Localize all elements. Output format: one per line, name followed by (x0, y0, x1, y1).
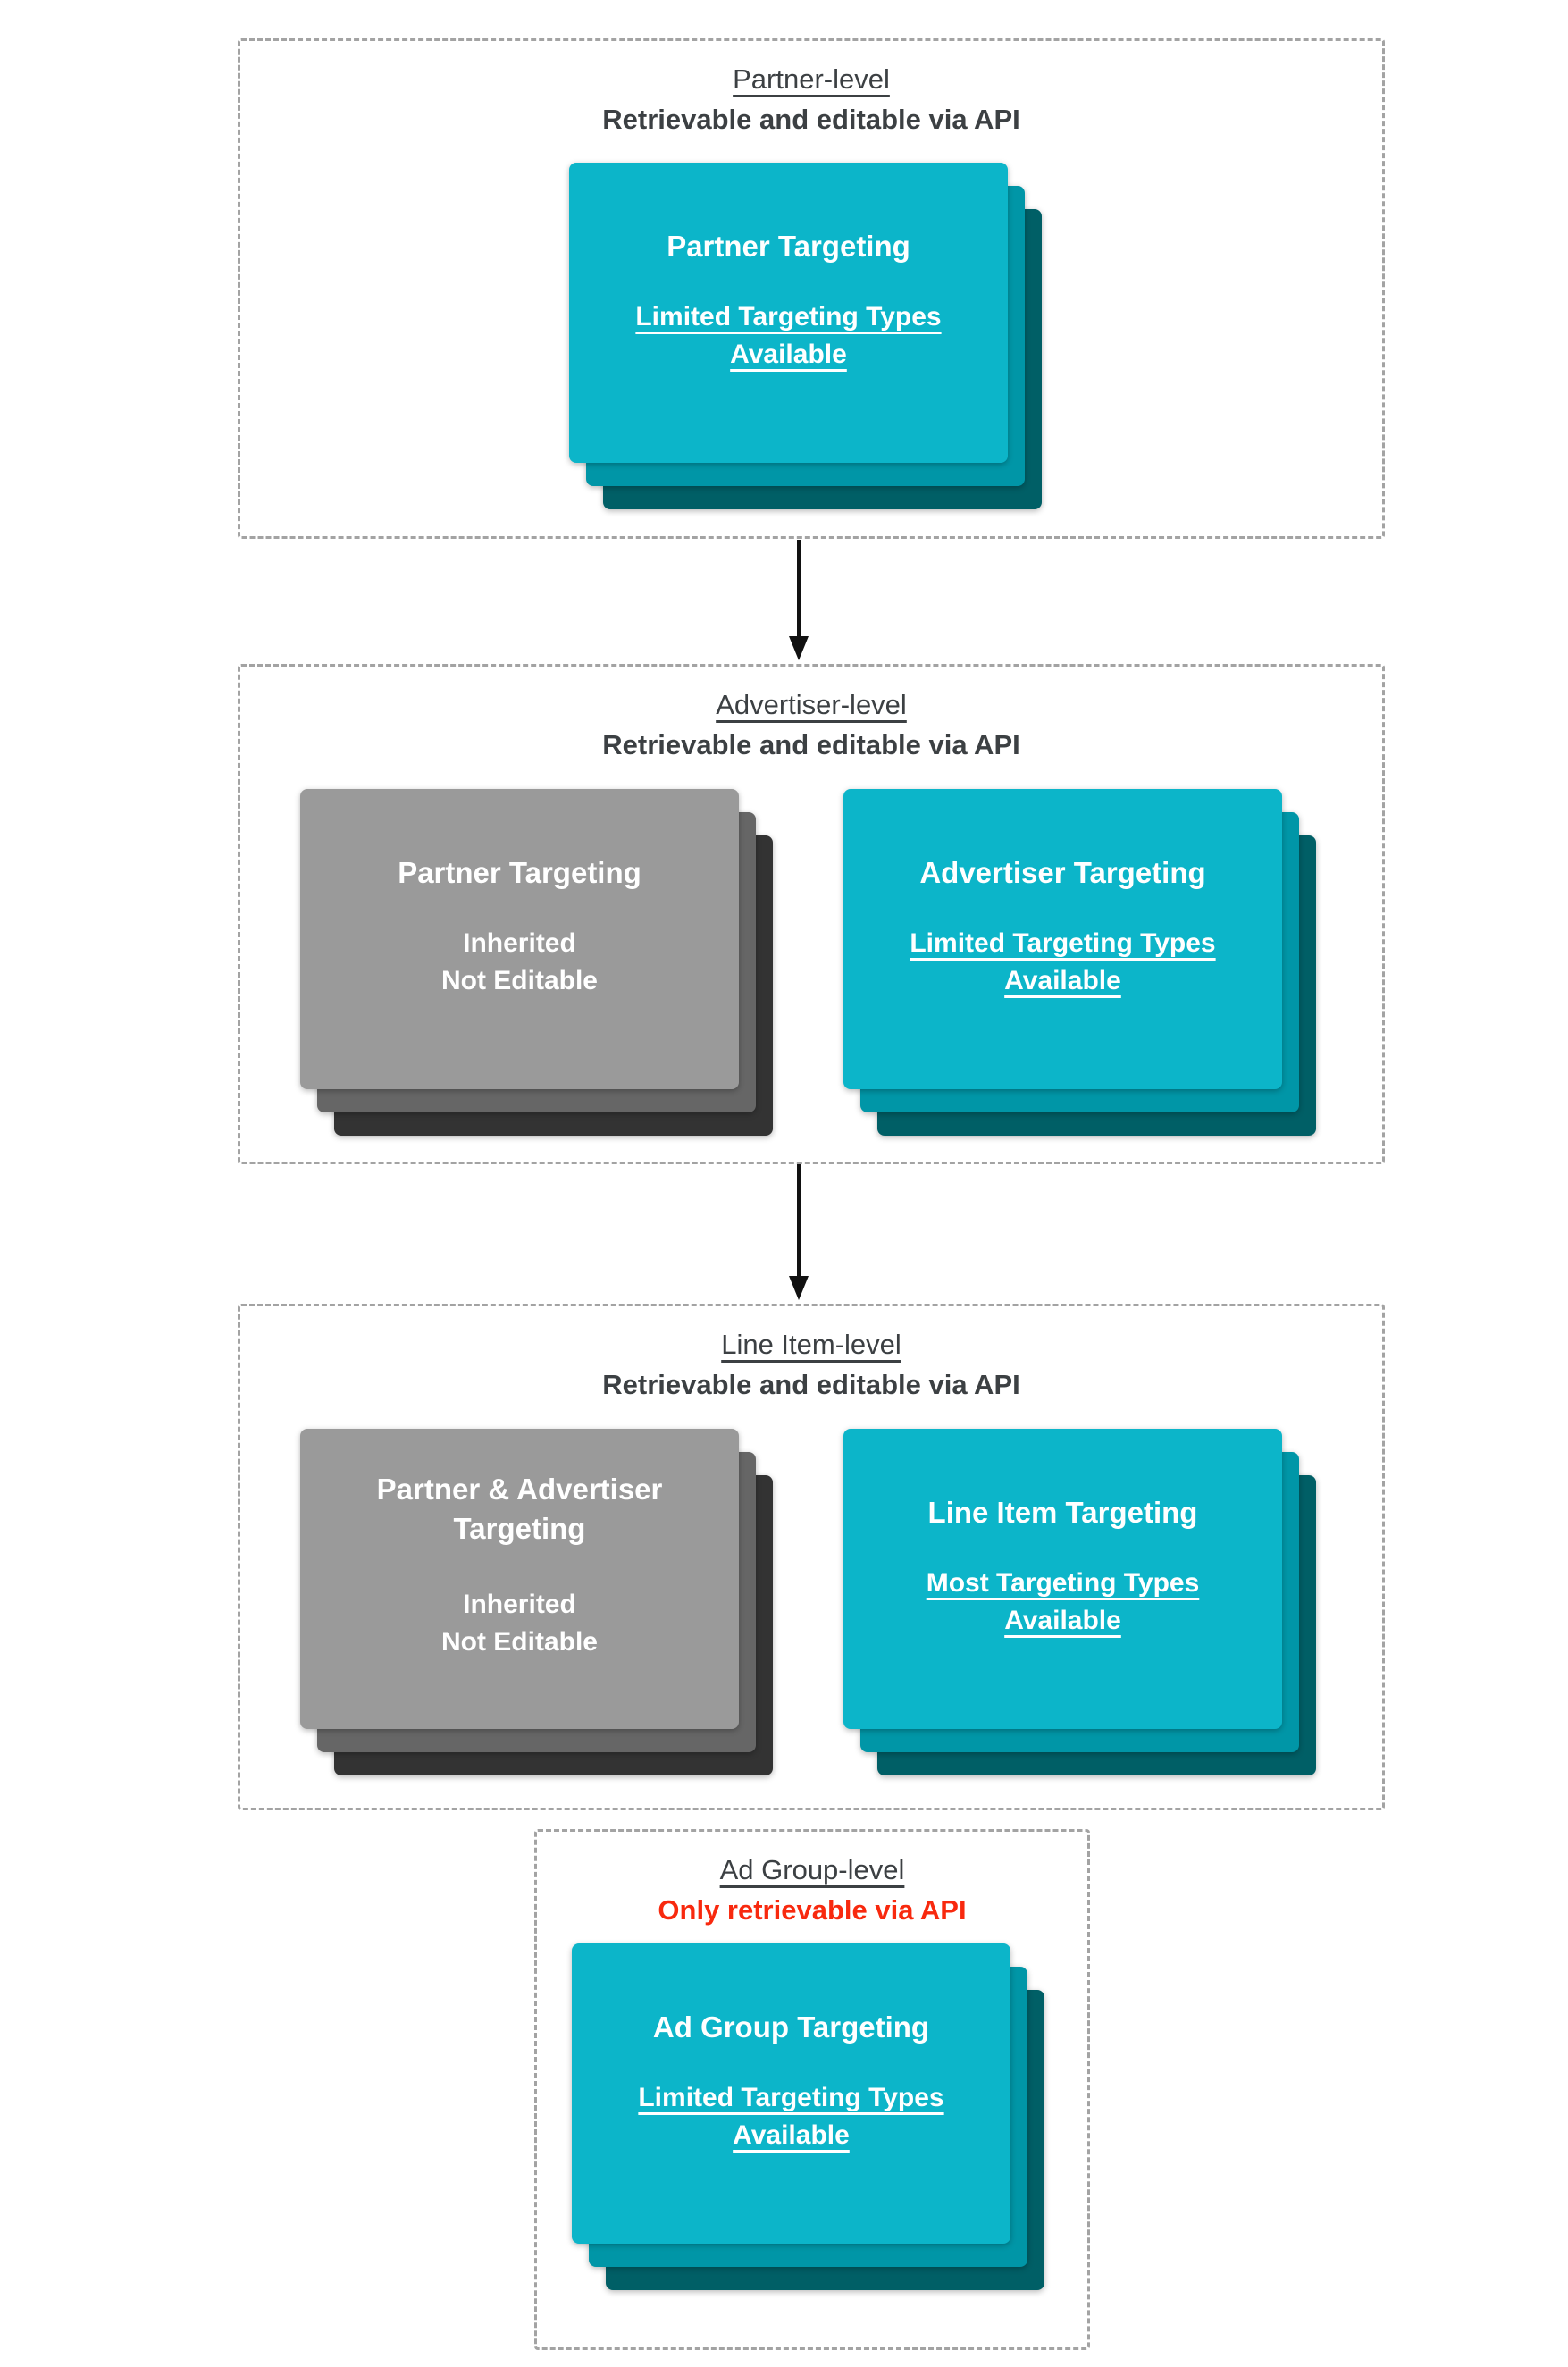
section-title: Ad Group-level (719, 1854, 905, 1885)
card-subtitle: Most Targeting Types Available (926, 1568, 1200, 1635)
partner-targeting-stack: Partner Targeting Limited Targeting Type… (569, 163, 1042, 509)
card-subtitle: Limited Targeting Types Available (910, 928, 1216, 995)
line-item-targeting-card: Line Item Targeting Most Targeting Types… (843, 1429, 1282, 1729)
card-title: Partner Targeting (667, 230, 910, 263)
card-subtitle: Limited Targeting Types Available (635, 302, 942, 369)
inherited-partner-targeting-stack: Partner Targeting Inherited Not Editable (300, 789, 773, 1136)
card-subtitle: Limited Targeting Types Available (638, 2083, 944, 2150)
advertiser-targeting-stack: Advertiser Targeting Limited Targeting T… (843, 789, 1316, 1136)
arrow-partner-to-advertiser (789, 540, 809, 660)
section-title: Partner-level (733, 63, 890, 95)
section-subtitle: Only retrievable via API (658, 1894, 967, 1926)
section-subtitle: Retrievable and editable via API (602, 729, 1020, 760)
section-partner-level: Partner-level Retrievable and editable v… (238, 38, 1385, 539)
advertiser-targeting-card: Advertiser Targeting Limited Targeting T… (843, 789, 1282, 1089)
line-item-targeting-stack: Line Item Targeting Most Targeting Types… (843, 1429, 1316, 1775)
section-subtitle: Retrievable and editable via API (602, 1369, 1020, 1400)
partner-targeting-card: Partner Targeting Inherited Not Editable (300, 789, 739, 1089)
card-subtitle: Inherited Not Editable (440, 1590, 598, 1657)
section-subtitle: Retrievable and editable via API (602, 104, 1020, 135)
arrow-shaft (797, 540, 801, 637)
ad-group-targeting-stack: Ad Group Targeting Limited Targeting Typ… (572, 1943, 1044, 2290)
section-advertiser-level: Advertiser-level Retrievable and editabl… (238, 664, 1385, 1164)
arrow-advertiser-to-lineitem (789, 1164, 809, 1300)
card-title: Line Item Targeting (927, 1496, 1198, 1529)
card-title: Partner Targeting (398, 856, 641, 889)
section-line-item-level: Line Item-level Retrievable and editable… (238, 1304, 1385, 1810)
card-title: Ad Group Targeting (652, 2010, 930, 2044)
section-ad-group-level: Ad Group-level Only retrievable via API … (534, 1829, 1090, 2350)
ad-group-targeting-card: Ad Group Targeting Limited Targeting Typ… (572, 1943, 1010, 2244)
arrow-head-icon (789, 636, 809, 660)
section-title: Line Item-level (721, 1329, 901, 1360)
arrow-shaft (797, 1164, 801, 1277)
card-subtitle: Inherited Not Editable (440, 928, 598, 995)
inherited-partner-advertiser-targeting-stack: Partner & Advertiser Targeting Inherited… (300, 1429, 773, 1775)
section-title: Advertiser-level (716, 689, 907, 720)
partner-targeting-card: Partner Targeting Limited Targeting Type… (569, 163, 1008, 463)
partner-advertiser-targeting-card: Partner & Advertiser Targeting Inherited… (300, 1429, 739, 1729)
arrow-head-icon (789, 1276, 809, 1300)
card-title: Partner & Advertiser Targeting (376, 1473, 663, 1545)
card-title: Advertiser Targeting (919, 856, 1206, 889)
